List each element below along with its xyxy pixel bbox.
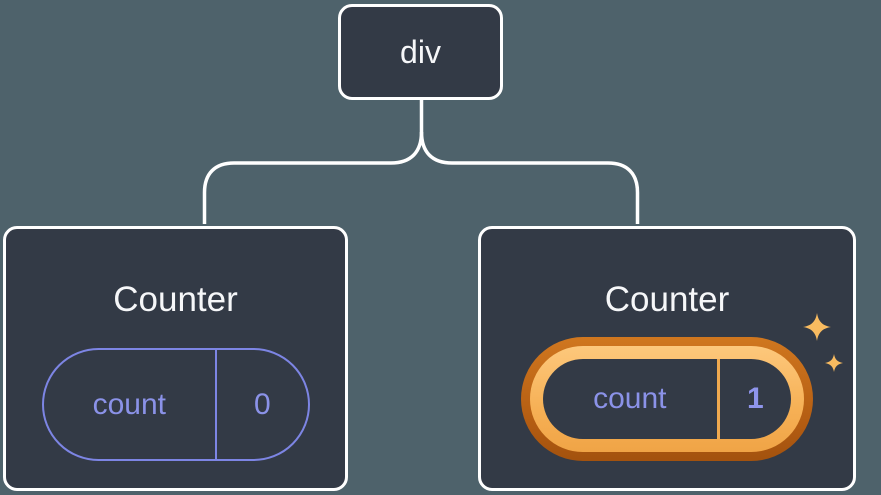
state-pill-count-1: count 1	[543, 359, 791, 439]
state-key-label: count	[92, 387, 166, 421]
root-node-label: div	[400, 33, 441, 70]
counter-node-right: Counter count 1	[478, 226, 856, 491]
counter-title: Counter	[113, 280, 238, 319]
state-value: 1	[746, 382, 764, 415]
pill-divider	[716, 359, 720, 439]
root-node-div: div	[338, 4, 503, 100]
counter-title: Counter	[604, 280, 730, 319]
state-pill-count-0: count 0	[41, 348, 310, 461]
state-pill-count-1-highlight-ring: count 1	[521, 337, 813, 461]
highlight-gold-band: count 1	[530, 346, 804, 452]
state-value: 0	[253, 387, 271, 421]
counter-node-left: Counter count 0	[3, 226, 348, 491]
state-key-label: count	[593, 382, 667, 415]
pill-divider	[215, 350, 218, 459]
